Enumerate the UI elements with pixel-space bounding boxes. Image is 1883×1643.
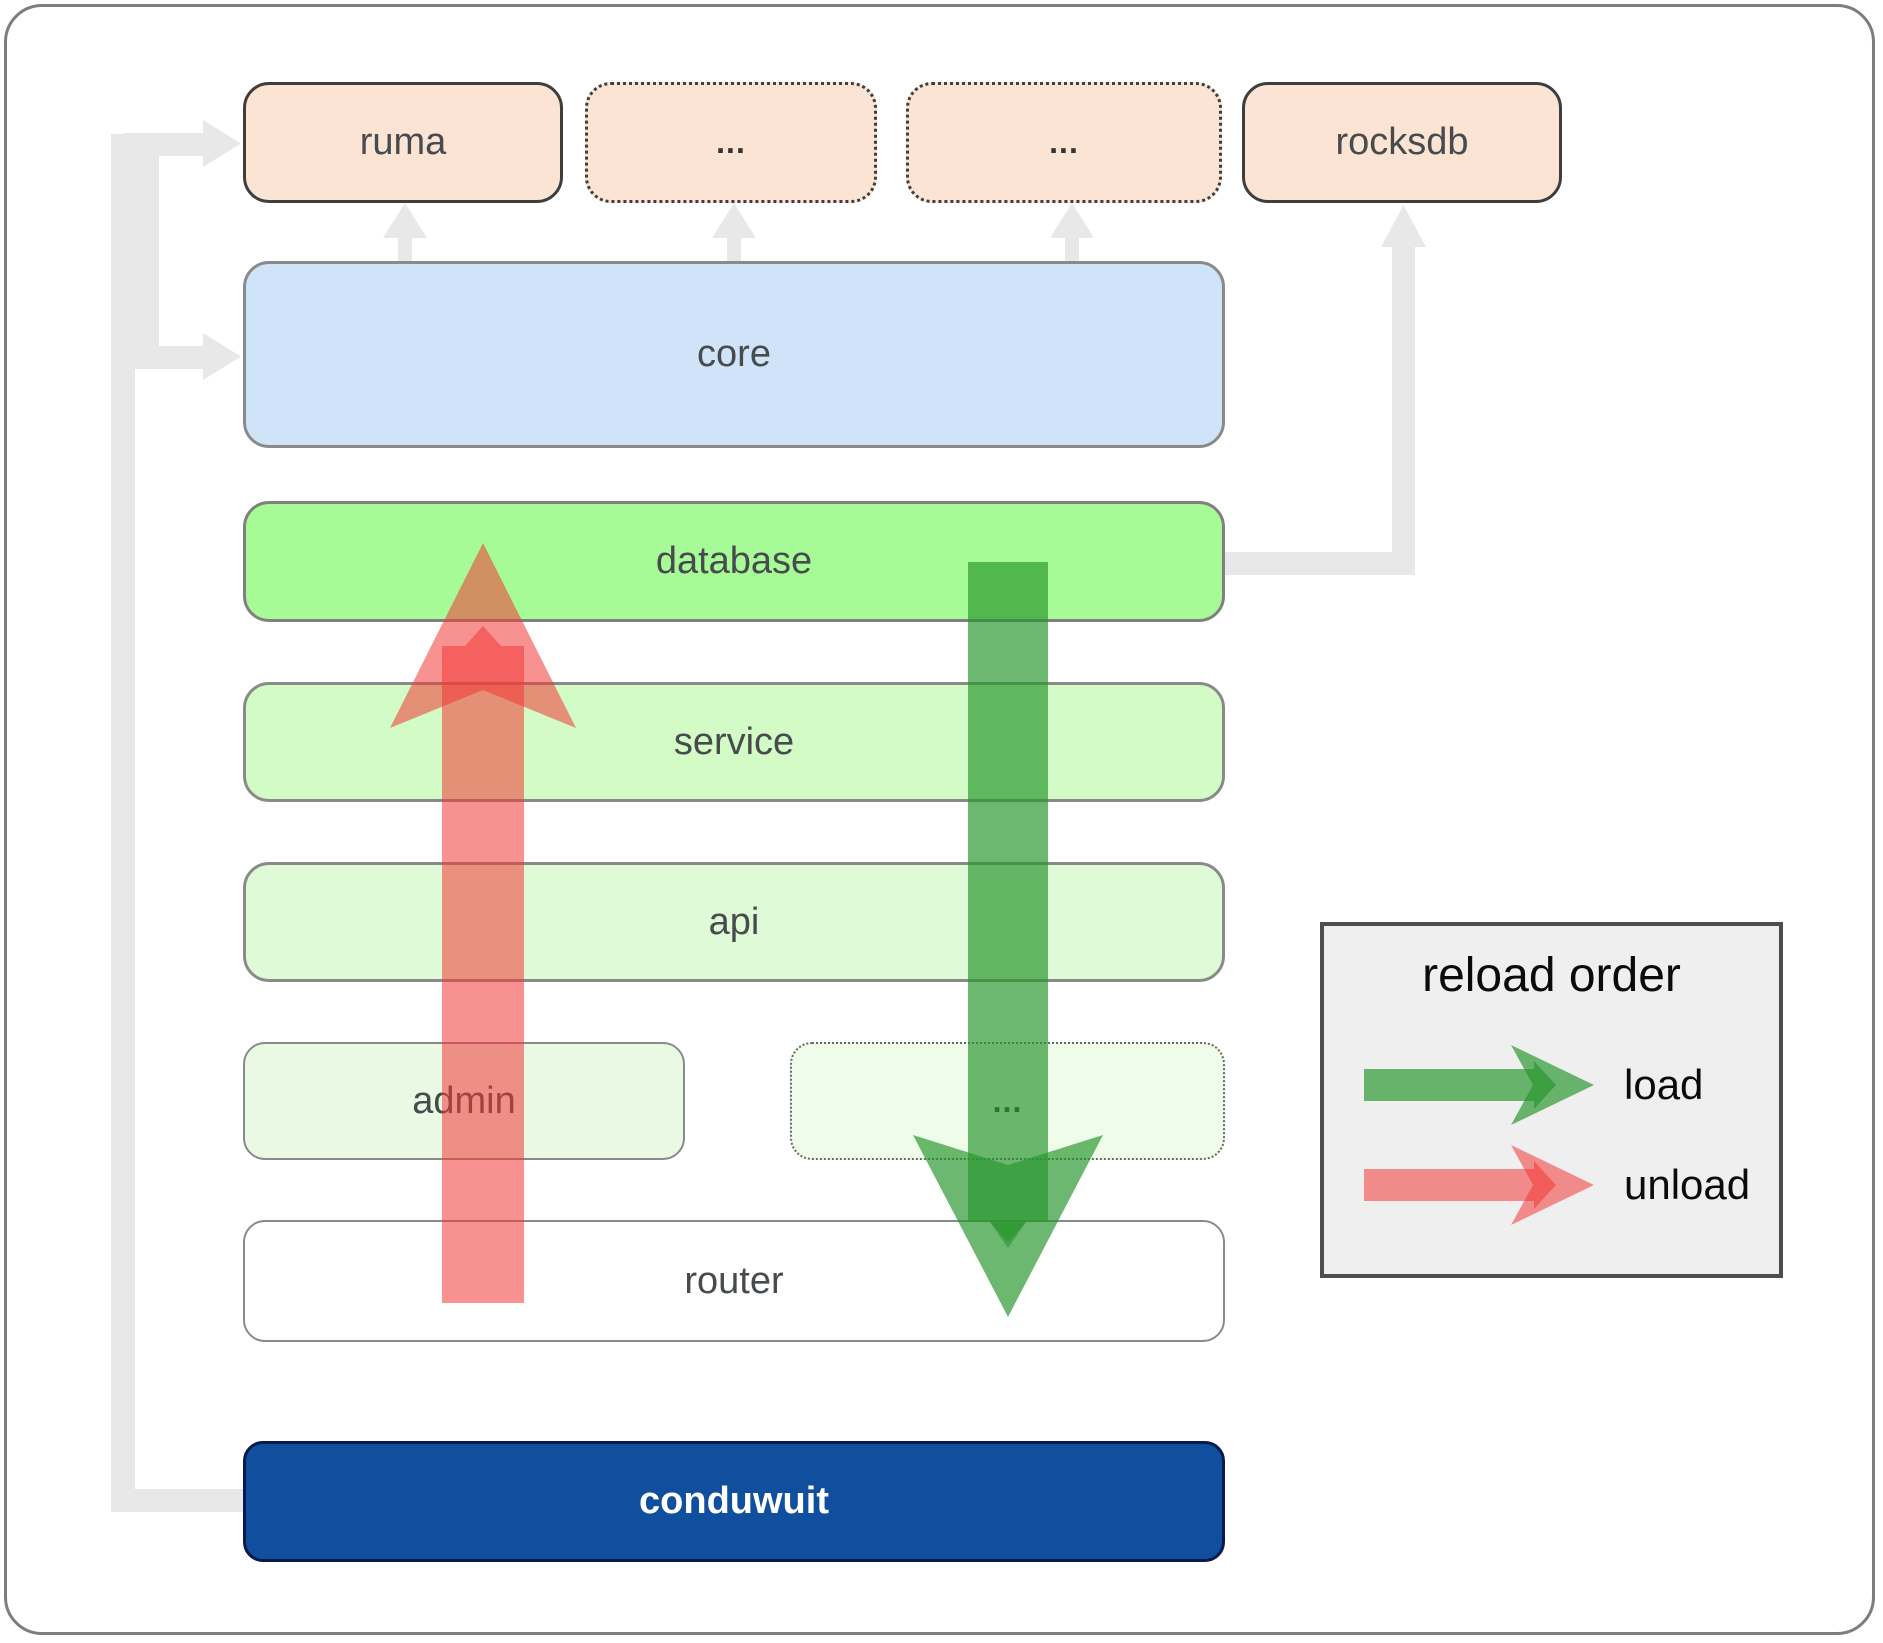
node-router-label: router [684, 1259, 784, 1302]
node-service: service [243, 682, 1225, 802]
node-admin-label: admin [412, 1079, 516, 1122]
node-ellipsis-top-1-label: ... [716, 124, 746, 160]
legend-unload-arrow-icon [1364, 1145, 1594, 1225]
legend-unload-arrow-head [1511, 1145, 1594, 1225]
node-ellipsis-top-2: ... [906, 82, 1222, 203]
legend-unload-label: unload [1624, 1161, 1751, 1208]
node-core: core [243, 261, 1225, 448]
node-api: api [243, 862, 1225, 982]
node-conduwuit-label: conduwuit [639, 1480, 829, 1522]
node-router: router [243, 1220, 1225, 1342]
node-database-label: database [655, 540, 813, 582]
legend-title: reload order [1422, 949, 1681, 1002]
node-ellipsis-top-2-label: ... [1049, 124, 1079, 160]
node-ellipsis-mid: ... [790, 1042, 1225, 1160]
node-rocksdb: rocksdb [1242, 82, 1562, 203]
legend-load-arrow-shaft [1364, 1061, 1556, 1109]
node-ruma: ruma [243, 82, 563, 203]
legend-box: reload order load unload [1320, 922, 1783, 1278]
node-conduwuit: conduwuit [243, 1441, 1225, 1562]
node-ellipsis-top-1: ... [585, 82, 877, 203]
canvas-border [4, 4, 1875, 1635]
legend-load-arrow-head [1511, 1045, 1594, 1125]
node-rocksdb-label: rocksdb [1335, 121, 1469, 163]
node-core-label: core [697, 333, 771, 375]
legend-load-label: load [1624, 1061, 1704, 1108]
legend-unload-arrow-shaft [1364, 1161, 1556, 1209]
node-service-label: service [673, 720, 795, 763]
node-ruma-label: ruma [359, 121, 447, 163]
node-ellipsis-mid-label: ... [992, 1082, 1023, 1119]
legend-load-arrow-icon [1364, 1045, 1594, 1125]
node-api-label: api [708, 900, 760, 943]
node-database: database [243, 501, 1225, 622]
node-admin: admin [243, 1042, 685, 1160]
